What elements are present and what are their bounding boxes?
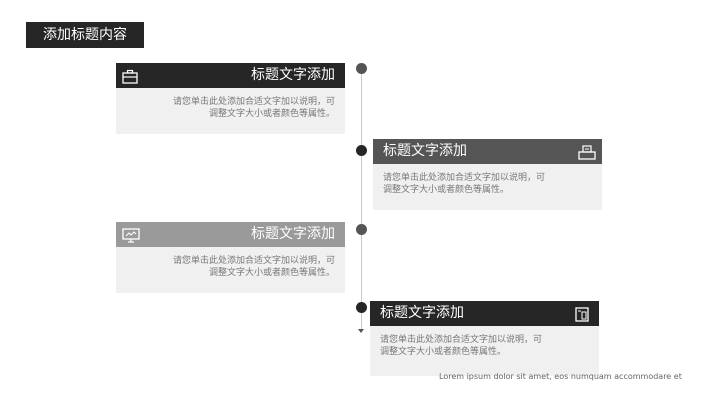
timeline-card-3: 标题文字添加 请您单击此处添加合适文字加以说明，可 调整文字大小或者颜色等属性。 <box>116 222 345 293</box>
timeline-card-2: 标题文字添加 请您单击此处添加合适文字加以说明，可 调整文字大小或者颜色等属性。 <box>373 139 602 210</box>
card-title: 标题文字添加 <box>380 305 464 321</box>
timeline-card-4: 标题文字添加 请您单击此处添加合适文字加以说明，可 调整文字大小或者颜色等属性。 <box>370 301 599 376</box>
card-desc-line1: 请您单击此处添加合适文字加以说明，可 <box>172 256 335 266</box>
card-desc-line1: 请您单击此处添加合适文字加以说明，可 <box>380 335 543 345</box>
card-title: 标题文字添加 <box>251 226 335 242</box>
timeline-dot-2 <box>356 145 367 156</box>
device-icon <box>575 306 591 322</box>
timeline-card-1: 标题文字添加 请您单击此处添加合适文字加以说明，可 调整文字大小或者颜色等属性。 <box>116 63 345 134</box>
briefcase-icon <box>122 68 138 84</box>
footer-text: Lorem ipsum dolor sit amet, eos numquam … <box>439 372 682 381</box>
card-desc-line1: 请您单击此处添加合适文字加以说明，可 <box>383 173 546 183</box>
timeline-arrow-icon <box>358 329 364 333</box>
card-desc-line2: 调整文字大小或者颜色等属性。 <box>208 268 335 278</box>
card-desc-line1: 请您单击此处添加合适文字加以说明，可 <box>172 97 335 107</box>
timeline-line <box>361 68 362 330</box>
card-desc-line2: 调整文字大小或者颜色等属性。 <box>383 185 510 195</box>
card-title: 标题文字添加 <box>251 67 335 83</box>
card-title: 标题文字添加 <box>383 143 467 159</box>
timeline-dot-1 <box>356 63 367 74</box>
printer-icon <box>578 144 596 160</box>
timeline-dot-4 <box>356 302 367 313</box>
timeline-dot-3 <box>356 224 367 235</box>
card-desc-line2: 调整文字大小或者颜色等属性。 <box>380 347 507 357</box>
page-title: 添加标题内容 <box>26 22 144 48</box>
presentation-icon <box>122 227 140 243</box>
card-desc-line2: 调整文字大小或者颜色等属性。 <box>208 109 335 119</box>
